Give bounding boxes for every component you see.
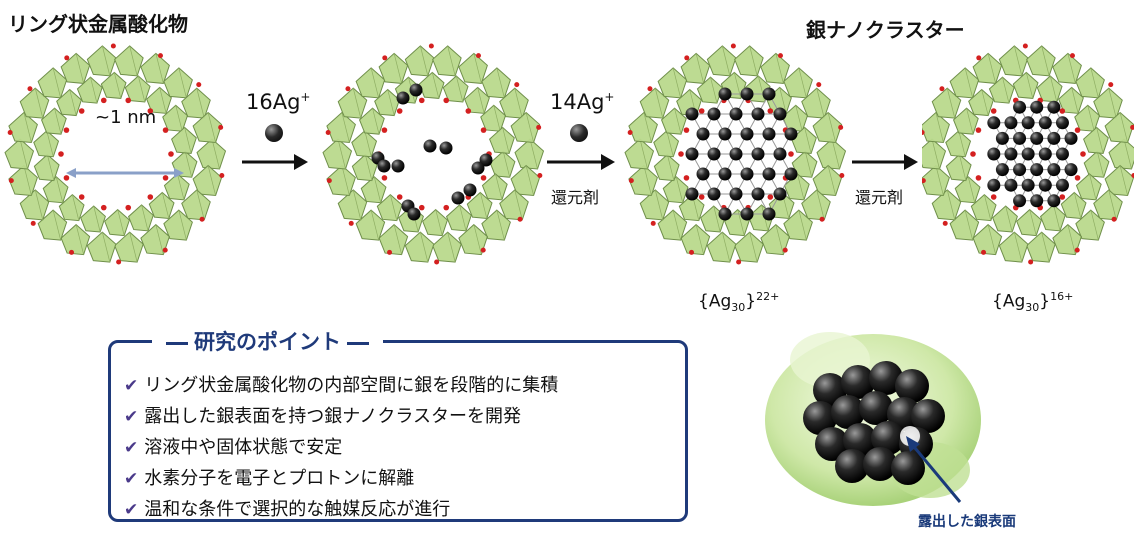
arrow-right-icon xyxy=(852,154,918,170)
research-points-title: 研究のポイント xyxy=(152,326,383,356)
list-item: ✔水素分子を電子とプロトンに解離 xyxy=(124,463,558,494)
check-icon: ✔ xyxy=(124,438,139,458)
check-icon: ✔ xyxy=(124,376,139,396)
reductant-label-1: 還元剤 xyxy=(551,188,600,207)
research-points-list: ✔リング状金属酸化物の内部空間に銀を段階的に集積 ✔露出した銀表面を持つ銀ナノク… xyxy=(124,370,558,525)
list-item: ✔リング状金属酸化物の内部空間に銀を段階的に集積 xyxy=(124,370,558,401)
list-item: ✔溶液中や固体状態で安定 xyxy=(124,432,558,463)
ring-ag30-22 xyxy=(624,43,847,265)
arrow-right-icon xyxy=(242,154,308,170)
silver-ion-icon xyxy=(265,124,283,142)
list-item: ✔露出した銀表面を持つ銀ナノクラスターを開発 xyxy=(124,401,558,432)
cluster-model-illustration xyxy=(765,332,981,506)
ring-empty xyxy=(4,43,227,265)
arrow-right-icon xyxy=(547,154,615,170)
formula-ag30-16: {Ag30}16+ xyxy=(992,290,1074,315)
reductant-label-2: 還元剤 xyxy=(855,188,904,207)
scale-label: ~1 nm xyxy=(95,107,157,128)
title-ring-metal-oxide: リング状金属酸化物 xyxy=(8,12,188,36)
ring-ag30-16 xyxy=(922,43,1134,265)
formula-ag30-22: {Ag30}22+ xyxy=(698,290,780,315)
exposed-surface-label: 露出した銀表面 xyxy=(918,514,1016,530)
check-icon: ✔ xyxy=(124,500,139,520)
ring-ag16 xyxy=(322,43,545,265)
reagent-16ag: 16Ag+ xyxy=(246,90,311,114)
list-item: ✔温和な条件で選択的な触媒反応が進行 xyxy=(124,494,558,525)
check-icon: ✔ xyxy=(124,469,139,489)
title-silver-nanocluster: 銀ナノクラスター xyxy=(806,18,965,42)
silver-ion-icon xyxy=(570,124,588,142)
research-points-box xyxy=(108,340,688,522)
check-icon: ✔ xyxy=(124,407,139,427)
reagent-14ag: 14Ag+ xyxy=(550,90,615,114)
